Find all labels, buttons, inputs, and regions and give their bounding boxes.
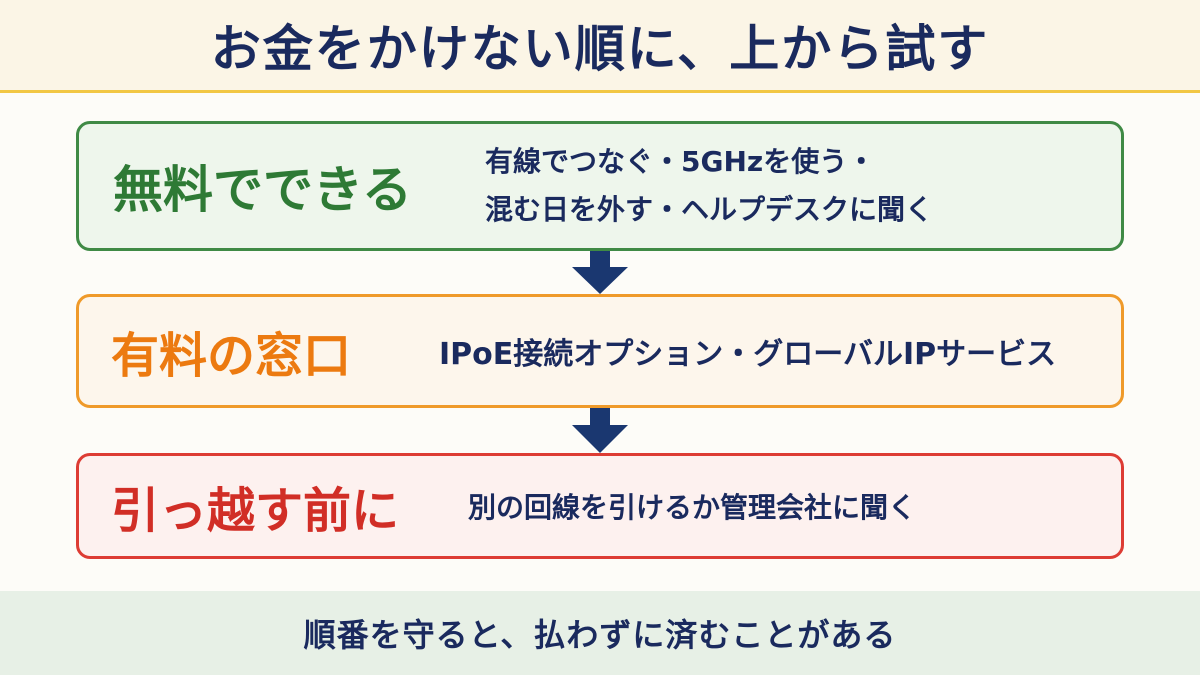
down-arrow-icon — [572, 408, 628, 453]
footer-message: 順番を守ると、払わずに済むことがある — [303, 616, 897, 654]
page-title: お金をかけない順に、上から試す — [210, 20, 990, 78]
footer-banner: 順番を守ると、払わずに済むことがある — [0, 591, 1200, 675]
step-before-moving-description: 別の回線を引けるか管理会社に聞く — [468, 486, 916, 526]
step-free: 無料でできる 有線でつなぐ・5GHzを使う・ 混む日を外す・ヘルプデスクに聞く — [76, 121, 1124, 251]
step-free-label: 無料でできる — [113, 161, 412, 219]
step-paid-label: 有料の窓口 — [111, 328, 352, 384]
step-before-moving-label: 引っ越す前に — [111, 483, 400, 539]
step-free-description: 有線でつなぐ・5GHzを使う・ 混む日を外す・ヘルプデスクに聞く — [485, 138, 933, 234]
step-paid-description: IPoE接続オプション・グローバルIPサービス — [439, 329, 1056, 373]
down-arrow-shape — [572, 251, 628, 294]
header-banner: お金をかけない順に、上から試す — [0, 0, 1200, 93]
down-arrow-shape — [572, 408, 628, 453]
step-paid: 有料の窓口 IPoE接続オプション・グローバルIPサービス — [76, 294, 1124, 408]
step-paid-line-1: IPoE接続オプション・グローバルIPサービス — [439, 337, 1057, 372]
step-free-line-2: 混む日を外す・ヘルプデスクに聞く — [485, 193, 934, 226]
step-free-line-1: 有線でつなぐ・5GHzを使う・ — [485, 145, 876, 178]
down-arrow-icon — [572, 251, 628, 294]
step-before-moving: 引っ越す前に 別の回線を引けるか管理会社に聞く — [76, 453, 1124, 559]
step-before-moving-line-1: 別の回線を引けるか管理会社に聞く — [468, 491, 917, 524]
